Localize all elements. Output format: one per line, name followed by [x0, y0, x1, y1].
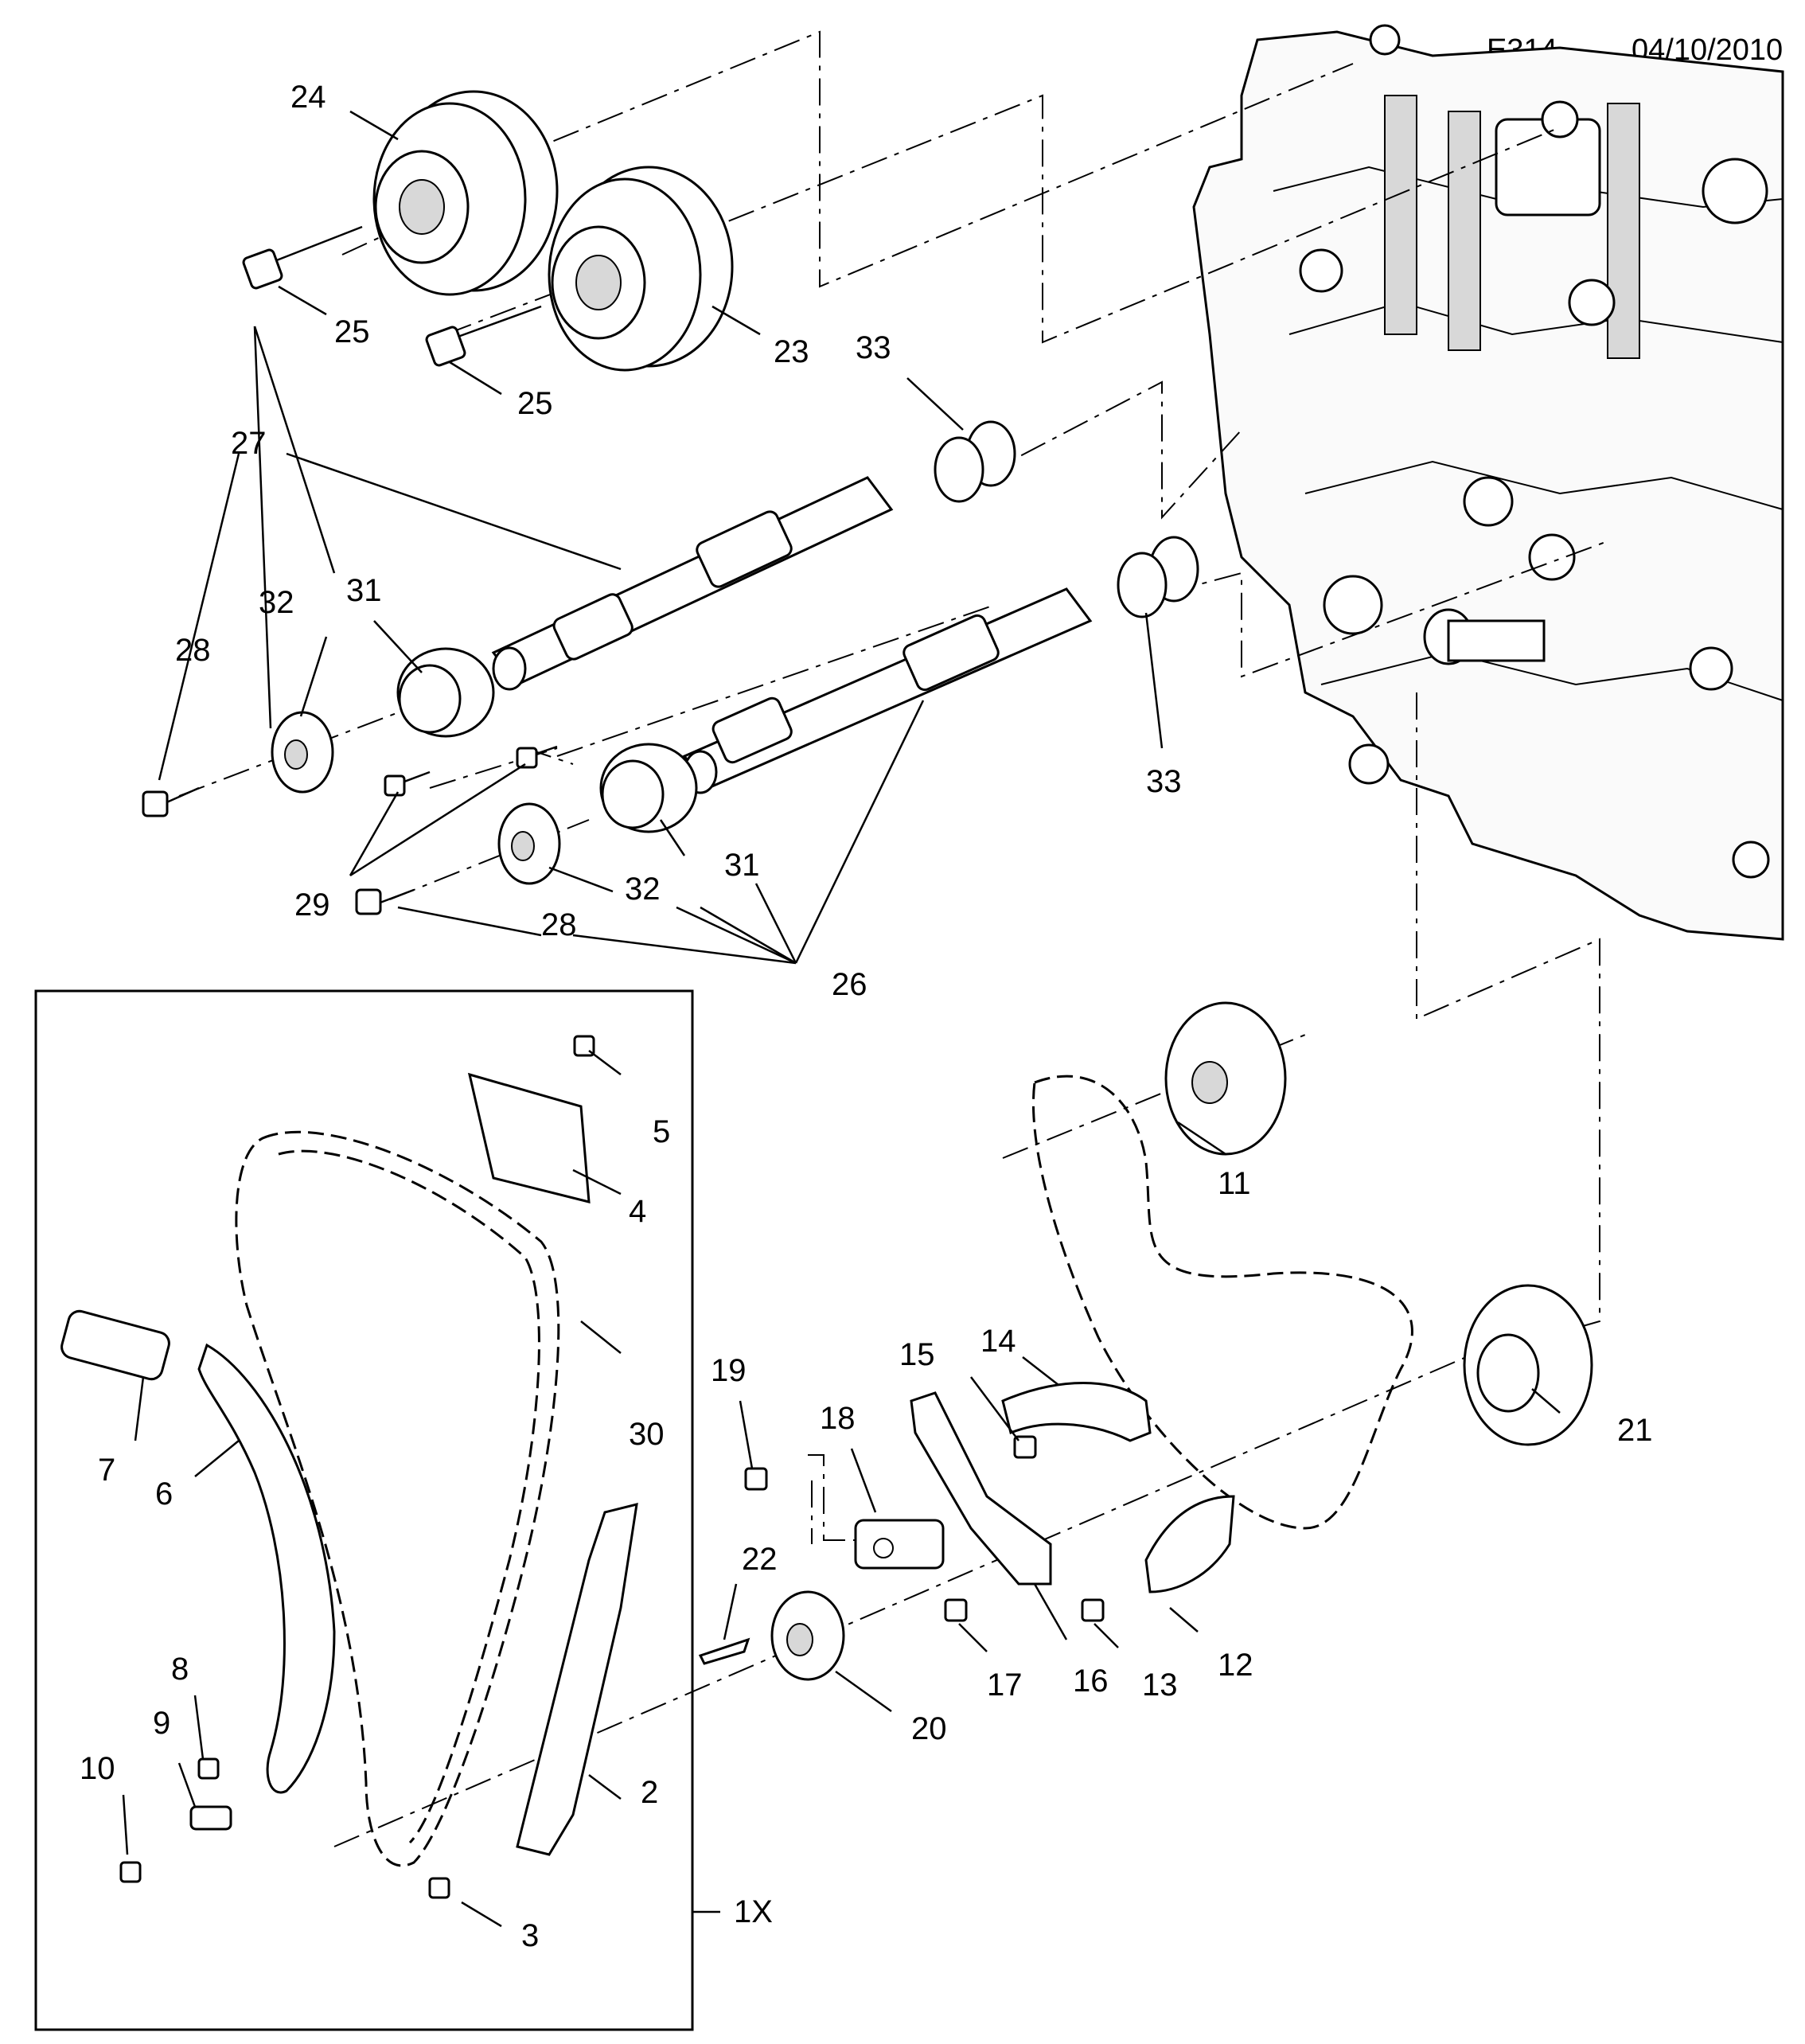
guide-12 — [1144, 1495, 1235, 1593]
callout-9: 9 — [153, 1706, 170, 1741]
bracket-9 — [189, 1805, 232, 1831]
sprocket-11 — [1164, 1001, 1287, 1156]
chain-tensioner-7 — [60, 1309, 170, 1381]
callout-11: 11 — [1218, 1166, 1251, 1201]
bearing-33-upper — [934, 420, 1016, 503]
callout-1x: 1X — [734, 1894, 773, 1929]
trigger-plate-31-upper — [396, 647, 495, 738]
callout-31-lower: 31 — [724, 848, 760, 883]
guide-14 — [1001, 1382, 1152, 1442]
callout-17: 17 — [987, 1668, 1023, 1703]
camshaft-exhaust-27 — [491, 476, 894, 691]
tensioner-18 — [854, 1519, 945, 1570]
callout-18: 18 — [820, 1401, 856, 1436]
trigger-plate-31-lower — [599, 743, 698, 833]
bolt-10 — [119, 1861, 142, 1883]
camshaft-adjuster-24 — [372, 90, 559, 296]
guide-16 — [910, 1391, 1052, 1586]
callout-4: 4 — [629, 1194, 646, 1229]
callout-21: 21 — [1617, 1413, 1653, 1448]
callout-28-lower: 28 — [541, 907, 577, 942]
callout-6: 6 — [155, 1476, 173, 1512]
bolt-25-lower — [425, 305, 542, 367]
bolt-19 — [744, 1467, 768, 1491]
camshaft-intake-26 — [682, 587, 1093, 794]
callout-24: 24 — [290, 80, 326, 115]
callout-26: 26 — [832, 967, 867, 1002]
upper-guide-4 — [467, 1072, 591, 1203]
bolt-13 — [1081, 1598, 1105, 1622]
balance-chain-11 — [1031, 1075, 1413, 1530]
bolt-29-a — [384, 770, 431, 797]
camshaft-adjuster-23 — [548, 166, 734, 372]
crank-sprocket-20 — [770, 1590, 845, 1681]
guide-rail-2 — [516, 1502, 638, 1856]
callout-16: 16 — [1073, 1664, 1109, 1699]
bolt-28-upper — [142, 786, 200, 817]
bolt-25-upper — [242, 225, 363, 290]
callout-3: 3 — [521, 1918, 539, 1953]
callout-25-lower: 25 — [517, 386, 553, 421]
callout-33-lower: 33 — [1146, 764, 1182, 799]
callout-13: 13 — [1142, 1668, 1178, 1703]
callout-15: 15 — [899, 1337, 935, 1372]
callout-32-upper: 32 — [259, 585, 294, 620]
callout-19: 19 — [711, 1353, 747, 1388]
sprocket-32-lower — [497, 802, 561, 885]
sprocket-21 — [1463, 1284, 1593, 1446]
callout-8: 8 — [171, 1652, 189, 1687]
callout-7: 7 — [98, 1453, 115, 1488]
callout-5: 5 — [653, 1114, 670, 1149]
callout-30: 30 — [629, 1417, 665, 1452]
bolt-29-b — [516, 745, 558, 769]
bolt-8 — [197, 1757, 220, 1780]
engine-block — [1192, 24, 1784, 941]
callout-12: 12 — [1218, 1648, 1253, 1683]
callouts: 1X 2 3 4 5 6 7 8 9 10 11 12 13 14 15 16 … — [80, 80, 1653, 1953]
callout-28-upper: 28 — [175, 633, 211, 668]
callout-22: 22 — [742, 1542, 778, 1577]
callout-33-upper: 33 — [856, 330, 891, 365]
callout-23: 23 — [774, 334, 809, 369]
key-22 — [698, 1637, 750, 1665]
callout-14: 14 — [980, 1324, 1016, 1359]
callout-25-upper: 25 — [334, 314, 370, 349]
sprocket-32-upper — [271, 711, 334, 794]
callout-31-upper: 31 — [346, 573, 382, 608]
bolt-17 — [944, 1598, 968, 1622]
callout-20: 20 — [911, 1711, 947, 1746]
bolt-3 — [428, 1877, 450, 1899]
callout-27: 27 — [231, 426, 267, 461]
callout-2: 2 — [641, 1775, 658, 1810]
leader-lines — [122, 110, 1561, 1928]
timing-chain-30 — [235, 1130, 560, 1867]
kit-box-1x — [34, 989, 694, 2031]
bolt-15 — [1013, 1435, 1037, 1459]
bearing-33-lower — [1117, 536, 1199, 618]
tensioner-rail-6 — [197, 1343, 336, 1794]
callout-29: 29 — [294, 887, 330, 923]
callout-10: 10 — [80, 1751, 115, 1786]
bolt-28-lower — [355, 888, 415, 915]
callout-32-lower: 32 — [625, 872, 661, 907]
